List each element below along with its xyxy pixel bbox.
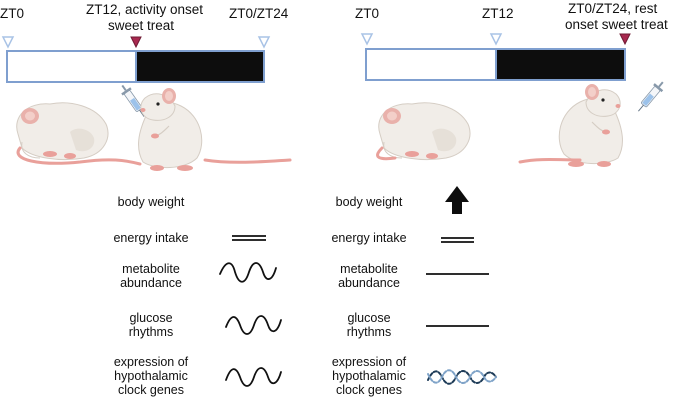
right-zt24-label-line1: ZT0/ZT24, rest: [568, 1, 658, 16]
right-zt24-label-line2: onset sweet treat: [565, 17, 668, 32]
right-energy-intake-double-line: [441, 237, 474, 243]
body-weight-up-arrow-icon: [445, 186, 469, 214]
left-glucose-wave: [225, 315, 282, 335]
right-energy-intake-label: energy intake: [331, 231, 407, 245]
right-clock-genes-label-line1: expression of: [331, 355, 407, 369]
right-syringe-icon: [633, 78, 668, 116]
left-energy-intake-label: energy intake: [113, 231, 189, 245]
left-metabolite-label-line2: abundance: [120, 276, 182, 290]
right-metabolite-label-line1: metabolite: [340, 262, 398, 276]
left-zt0-marker-icon: [1, 36, 15, 49]
left-zt0-label: ZT0: [0, 6, 25, 21]
right-zt0-marker-icon: [360, 33, 374, 46]
left-metabolite-wave: [219, 262, 277, 283]
right-zt0-label: ZT0: [355, 6, 380, 21]
right-glucose-label-line2: rhythms: [346, 325, 392, 339]
left-clock-genes-wave: [225, 367, 282, 387]
right-awake-rat-icon: [518, 83, 624, 168]
left-treat-marker-icon: [130, 36, 142, 49]
left-awake-rat-icon: [137, 87, 292, 172]
left-glucose-label-line1: glucose: [129, 311, 173, 325]
left-metabolite-label-line1: metabolite: [122, 262, 180, 276]
right-clock-genes-dampened-wave: [427, 369, 497, 385]
right-timeline-bar: [365, 48, 626, 81]
left-zt24-marker-icon: [257, 36, 271, 49]
left-clock-genes-label-line3: clock genes: [117, 383, 184, 397]
left-sleeping-rat-icon: [16, 102, 142, 166]
left-glucose-label-line2: rhythms: [128, 325, 174, 339]
left-clock-genes-label-line2: hypothalamic: [114, 369, 188, 383]
left-timeline-bar: [6, 50, 265, 83]
left-zt24-label: ZT0/ZT24: [229, 6, 289, 21]
right-sleeping-rat-icon: [376, 102, 471, 161]
left-zt12-label-line2: sweet treat: [108, 18, 175, 33]
right-body-weight-label: body weight: [335, 195, 403, 209]
right-clock-genes-label-line3: clock genes: [335, 383, 402, 397]
right-clock-genes-label-line2: hypothalamic: [332, 369, 406, 383]
right-zt12-label: ZT12: [482, 6, 514, 21]
left-zt12-label-line1: ZT12, activity onset: [86, 2, 204, 17]
right-glucose-label-line1: glucose: [347, 311, 391, 325]
right-treat-marker-icon: [619, 33, 631, 46]
right-zt12-marker-icon: [489, 33, 503, 46]
right-metabolite-label-line2: abundance: [338, 276, 400, 290]
left-clock-genes-label-line1: expression of: [113, 355, 189, 369]
left-energy-intake-double-line: [232, 235, 266, 241]
left-body-weight-label: body weight: [117, 195, 185, 209]
